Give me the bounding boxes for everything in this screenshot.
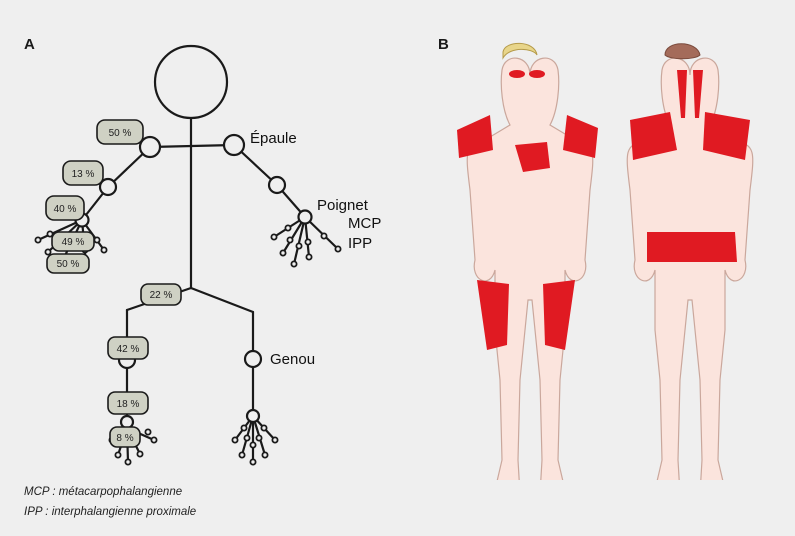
front-eye-left bbox=[509, 70, 525, 78]
front-body-figure bbox=[457, 43, 598, 480]
body-map bbox=[415, 0, 795, 480]
front-eye-right bbox=[529, 70, 545, 78]
badge-hip: 22 % bbox=[150, 290, 173, 301]
label-mcp: MCP bbox=[348, 215, 381, 232]
label-knee: Genou bbox=[270, 351, 315, 368]
right-elbow-joint bbox=[269, 177, 285, 193]
front-thigh-right bbox=[543, 280, 575, 350]
footnote-ipp: IPP : interphalangienne proximale bbox=[24, 506, 196, 518]
footnote-mcp: MCP : métacarpophalangienne bbox=[24, 486, 182, 498]
right-knee-joint bbox=[245, 351, 261, 367]
right-hip-line bbox=[191, 288, 253, 312]
left-shoulder-joint bbox=[140, 137, 160, 157]
right-wrist-joint bbox=[299, 211, 312, 224]
shoulders-line bbox=[150, 145, 234, 147]
badge-shoulder: 50 % bbox=[109, 128, 132, 139]
label-ipp: IPP bbox=[348, 235, 372, 252]
label-wrist: Poignet bbox=[317, 197, 369, 214]
back-body-figure bbox=[627, 44, 753, 480]
badge-toes: 8 % bbox=[116, 433, 133, 444]
badge-wrist: 40 % bbox=[54, 204, 77, 215]
head-circle bbox=[155, 46, 227, 118]
back-buttocks bbox=[647, 232, 737, 262]
right-ankle-joint bbox=[247, 410, 259, 422]
badge-mcp: 49 % bbox=[62, 237, 85, 248]
label-shoulder: Épaule bbox=[250, 130, 297, 147]
right-foot-dots bbox=[232, 425, 277, 464]
joint-diagram: 50 % 13 % 40 % 49 % 50 % 22 % 42 % 18 % … bbox=[0, 0, 420, 480]
badge-ipp: 50 % bbox=[57, 259, 80, 270]
front-thigh-left bbox=[477, 280, 509, 350]
badge-knee: 42 % bbox=[117, 344, 140, 355]
right-shoulder-joint bbox=[224, 135, 244, 155]
badge-elbow: 13 % bbox=[72, 169, 95, 180]
badge-ankle: 18 % bbox=[117, 399, 140, 410]
